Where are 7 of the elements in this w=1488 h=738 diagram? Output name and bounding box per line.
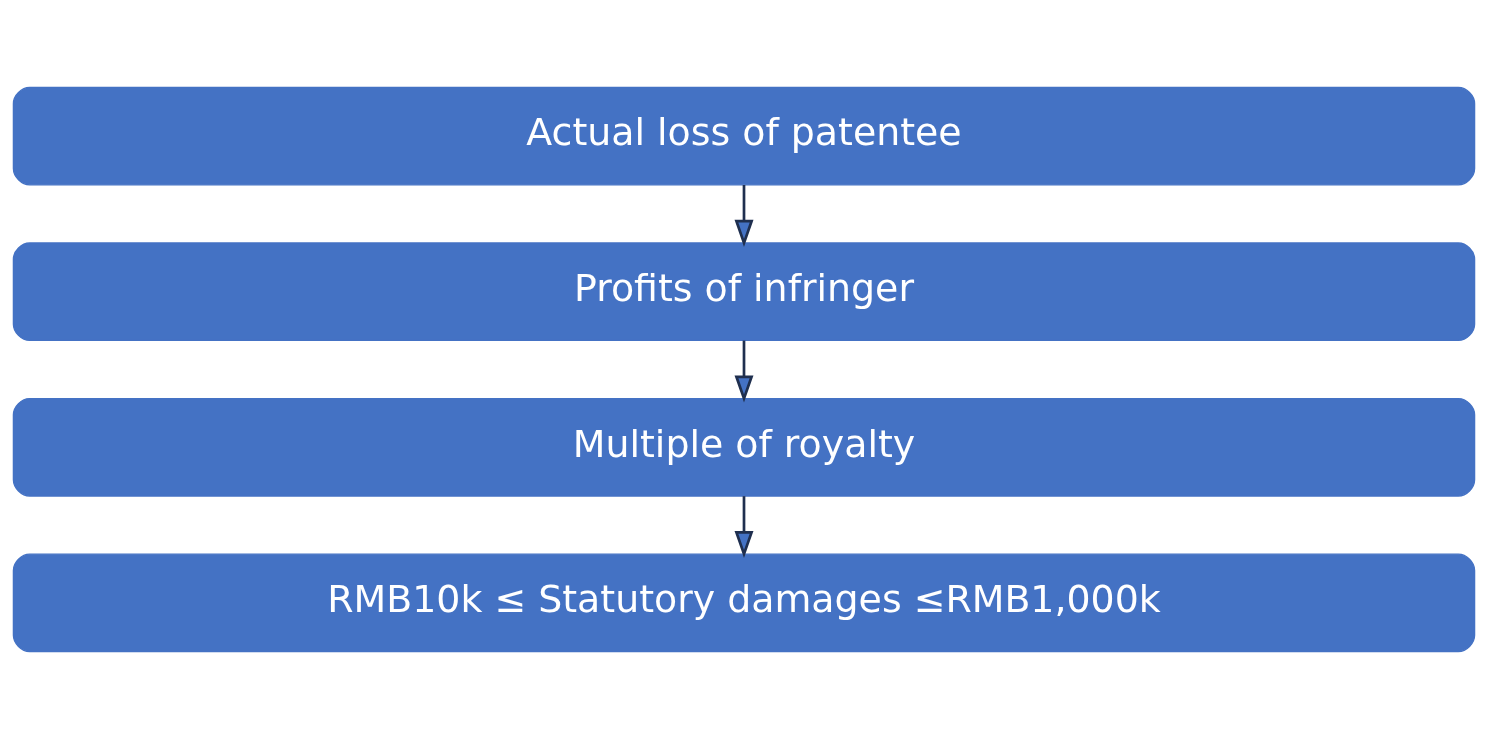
arrow: [734, 340, 754, 403]
node-box: Actual loss of patentee: [12, 86, 1476, 185]
arrow: [734, 184, 754, 247]
node-box: RMB10k ≤ Statutory damages ≤RMB1,000k: [12, 553, 1476, 652]
node-box: Multiple of royalty: [12, 397, 1476, 497]
node-box: Profits of infringer: [12, 241, 1476, 341]
arrow: [734, 495, 754, 558]
